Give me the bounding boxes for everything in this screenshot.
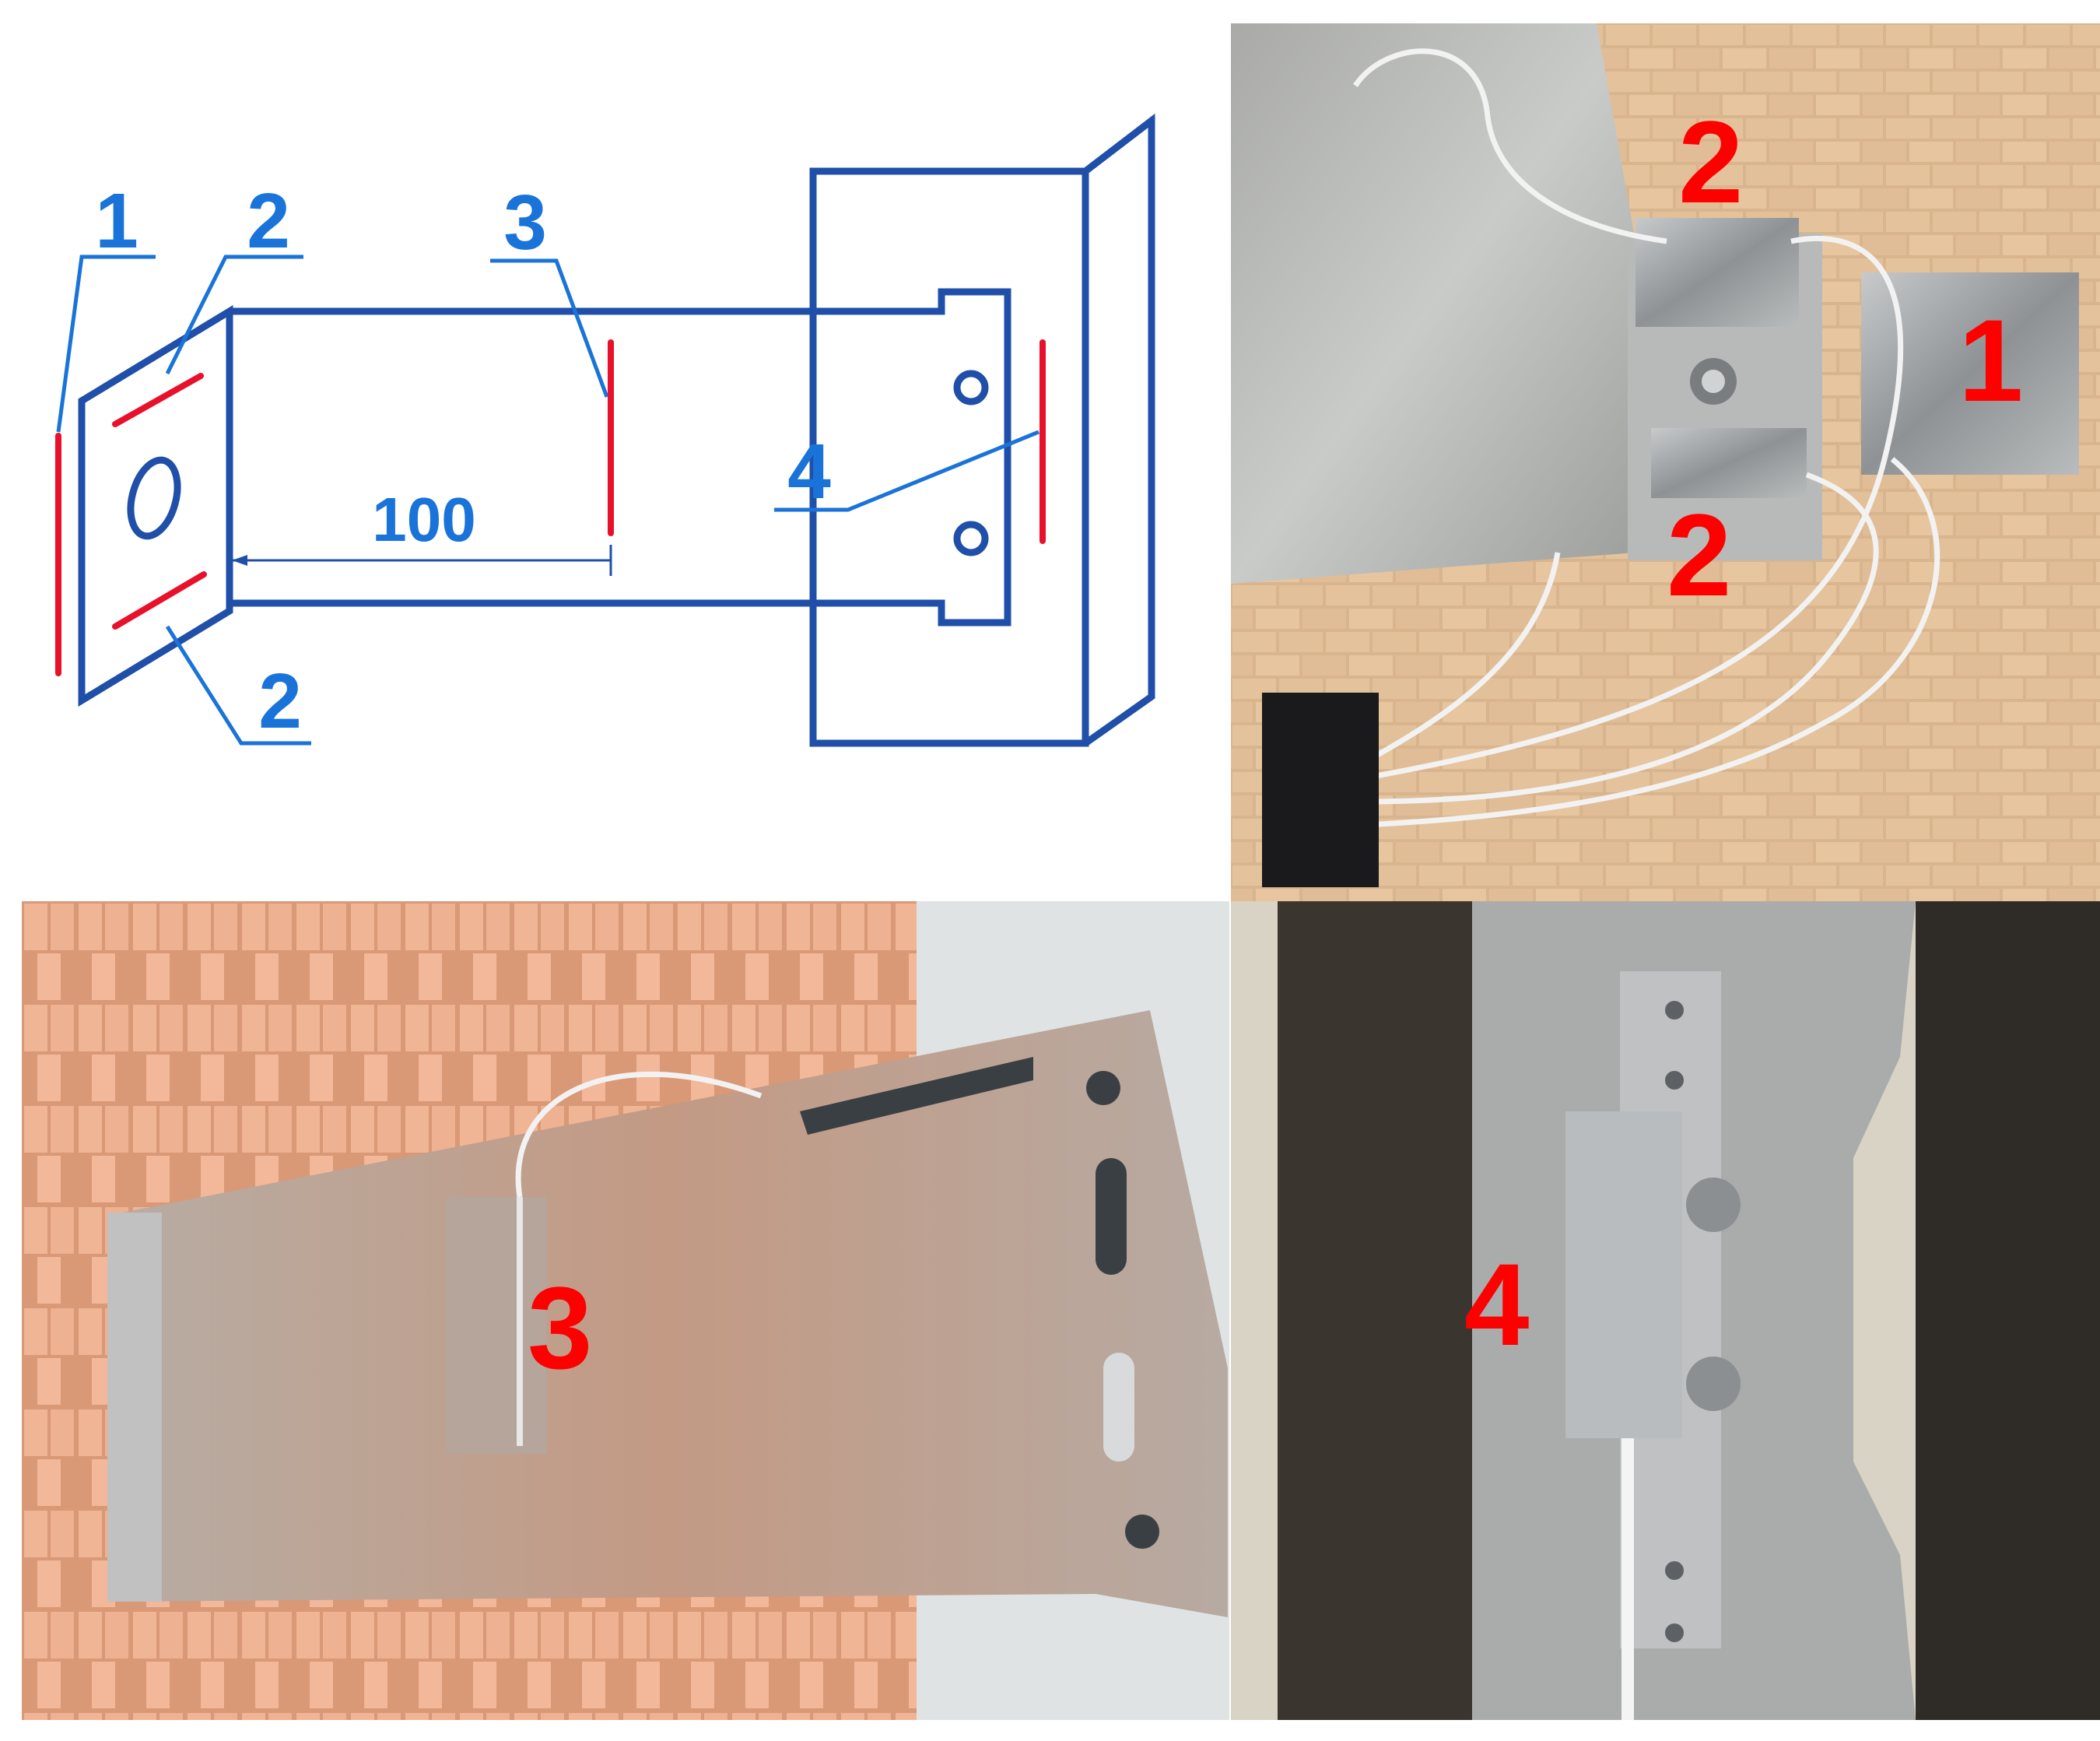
photo-sensor-3: 3 [22, 901, 1229, 1720]
bracket-schematic: 1 2 2 3 4 100 [0, 0, 1229, 895]
label-3: 3 [503, 179, 547, 266]
bracket [107, 1010, 1228, 1617]
leader-2-top [165, 254, 303, 375]
leader-2-bottom [165, 625, 311, 746]
sensor-2-bottom-mark [112, 571, 207, 630]
cable-3 [1362, 472, 1879, 805]
dimension-label: 100 [372, 485, 475, 554]
insulation-mat [1916, 901, 2100, 1720]
slot-2 [1103, 1353, 1134, 1462]
bracket-schematic-svg: 1 2 2 3 4 100 [55, 113, 1155, 747]
flange-hole-3 [1665, 1561, 1684, 1580]
photo-label-2-top: 2 [1678, 97, 1743, 227]
bracket-arm [230, 288, 1011, 627]
photo-sensor-4: 4 [1231, 901, 2100, 1720]
label-1: 1 [95, 177, 138, 265]
bolt-bottom [1686, 1357, 1741, 1411]
slot-top [800, 1057, 1033, 1135]
photo-sensor-3-svg: 3 [22, 901, 1229, 1720]
label-4: 4 [787, 428, 831, 515]
end-plate-hole [127, 456, 181, 540]
end-plate [78, 305, 233, 707]
photo-sensor-4-svg: 4 [1231, 901, 2100, 1720]
photo-sensors-1-2: 2 2 1 [1231, 23, 2100, 903]
cable-5 [1362, 552, 1561, 766]
bracket-arm [1231, 23, 1635, 584]
flange-hole-4 [1665, 1623, 1684, 1642]
slot-1 [1096, 1158, 1127, 1275]
leader-4 [774, 430, 1039, 512]
photo-sensors-1-2-svg: 2 2 1 [1231, 23, 2100, 903]
mount-hole-top [953, 370, 989, 405]
dark-wall-panel [1278, 901, 1472, 1720]
cable-1 [1353, 48, 1667, 244]
label-2-top: 2 [247, 177, 290, 265]
flange-hole-1 [1665, 1001, 1684, 1020]
tape-sensor-2-bottom [1651, 428, 1807, 498]
black-tape-bundle [1262, 693, 1379, 887]
photo-label-1: 1 [1958, 295, 2023, 426]
sensor-3-cable [515, 1071, 763, 1198]
sensor-2-top-mark [112, 373, 204, 427]
hole-1 [1086, 1071, 1120, 1105]
cable-4 [1362, 457, 1940, 828]
bracket-end-plate [107, 1213, 162, 1602]
dimension-arrow [232, 555, 247, 566]
hole-2 [1125, 1515, 1159, 1549]
photo-label-3: 3 [528, 1262, 592, 1393]
photo-label-2-bottom: 2 [1667, 490, 1731, 620]
tape-sensor-2-top [1635, 218, 1799, 327]
bolt-top [1686, 1178, 1741, 1232]
photo-label-4: 4 [1464, 1239, 1529, 1370]
bolt-head [1702, 370, 1725, 393]
wall-side [1083, 113, 1155, 746]
cable-2 [1362, 236, 1904, 781]
flange-hole-2 [1665, 1071, 1684, 1090]
mount-hole-bottom [953, 521, 989, 556]
leader-1 [56, 254, 156, 433]
sensor-3-tape [446, 1197, 547, 1454]
label-2-bottom: 2 [258, 658, 302, 745]
sensor-4-tape [1565, 1111, 1682, 1438]
leader-3 [490, 258, 609, 398]
